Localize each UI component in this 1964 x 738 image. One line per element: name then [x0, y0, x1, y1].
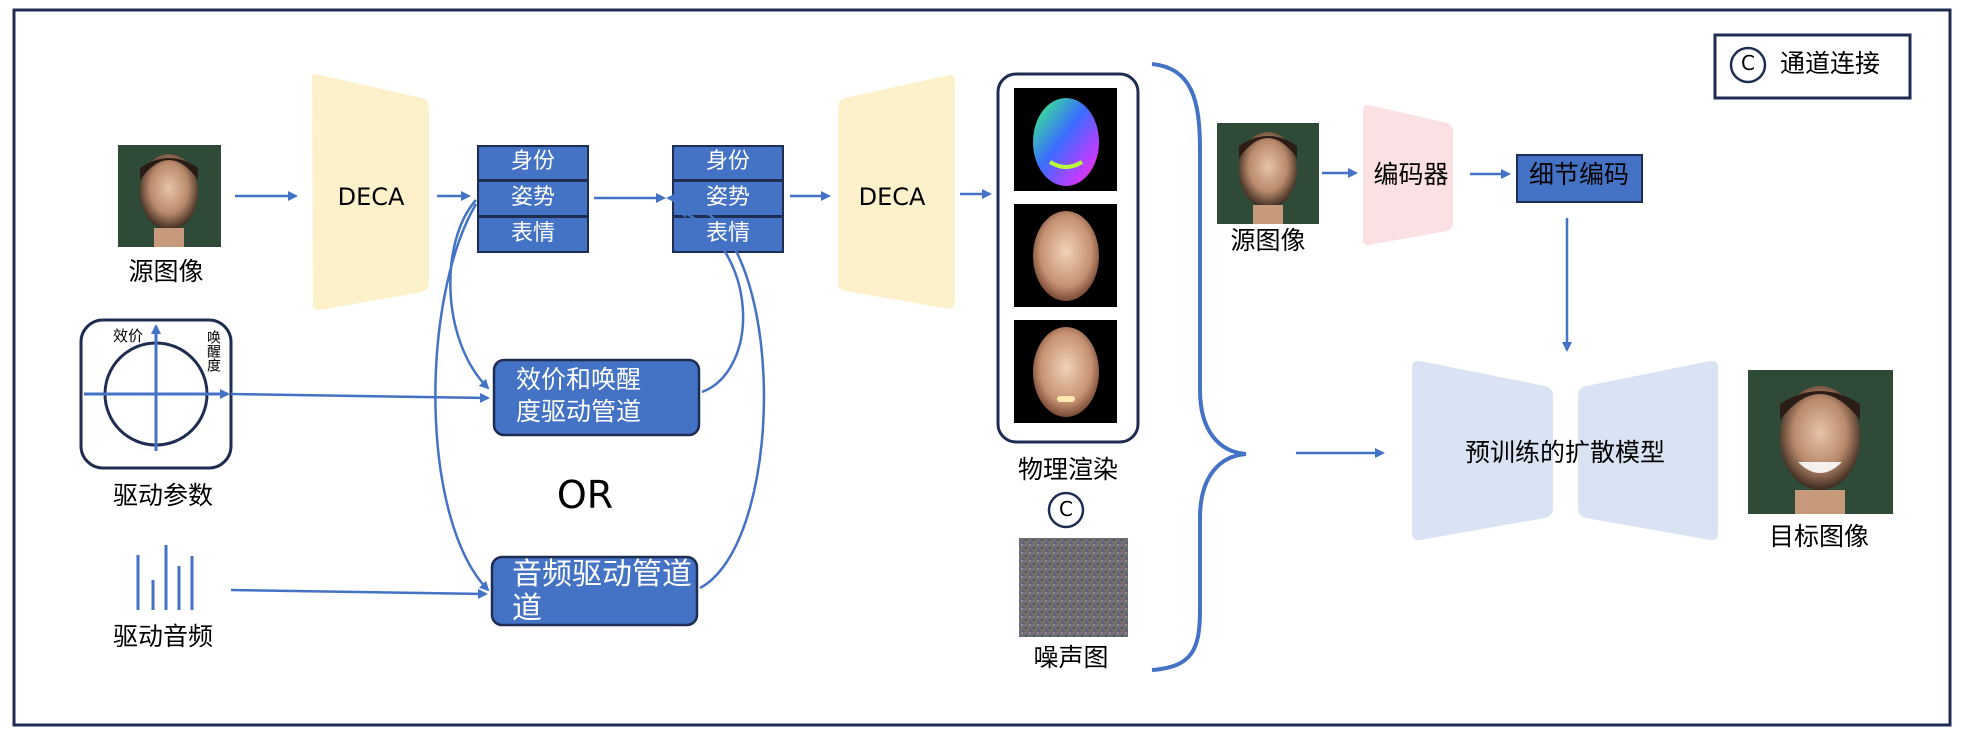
legend-concat-symbol: C	[1741, 51, 1755, 75]
noise-image	[1019, 538, 1128, 637]
param1-expression: 表情	[510, 221, 556, 246]
param-box-group-1	[477, 145, 589, 253]
render-normal-map	[1014, 88, 1117, 191]
param2-pose: 姿势	[705, 185, 751, 210]
flow-arrows	[230, 168, 1572, 599]
or-label: OR	[556, 473, 614, 517]
deca-label-1: DECA	[337, 183, 405, 211]
source-image-right	[1217, 123, 1319, 224]
source-image-left	[118, 145, 221, 247]
detail-code-box	[1516, 154, 1643, 203]
outer-frame	[12, 8, 1952, 727]
render-frame	[996, 72, 1140, 444]
diffusion-decoder-half	[1578, 360, 1718, 541]
deca-encoder-1	[312, 74, 429, 311]
diffusion-encoder-half	[1412, 360, 1553, 541]
va-pipeline-line2: 度驱动管道	[516, 397, 642, 426]
brace	[1151, 62, 1247, 672]
concat-symbol: C	[1059, 497, 1073, 521]
deca-label-2: DECA	[858, 183, 926, 211]
encoder-shape	[1363, 104, 1453, 246]
param2-expression: 表情	[705, 221, 751, 246]
va-pipeline-line1: 效价和唤醒	[516, 365, 642, 394]
detail-code-label: 细节编码	[1528, 160, 1630, 189]
arousal-label: 唤醒度	[205, 330, 221, 372]
legend-box	[1713, 33, 1912, 100]
drive-audio-label: 驱动音频	[112, 622, 214, 651]
param2-identity: 身份	[705, 149, 751, 174]
source-image-right-label: 源图像	[1230, 226, 1306, 255]
render-label: 物理渲染	[1017, 455, 1119, 484]
source-image-left-label: 源图像	[128, 257, 204, 286]
deca-encoder-2	[838, 74, 955, 309]
param1-pose: 姿势	[510, 185, 556, 210]
audio-pipeline-line1: 音频驱动管道	[512, 557, 692, 592]
render-shaded-face-1	[1014, 204, 1117, 307]
audio-pipeline-line2: 道	[512, 591, 542, 626]
concat-icon	[1047, 491, 1085, 529]
valence-label: 效价	[113, 327, 144, 345]
drive-params-label: 驱动参数	[112, 481, 214, 510]
drive-audio-icon	[136, 545, 194, 610]
target-image	[1748, 370, 1893, 514]
noise-label: 噪声图	[1033, 643, 1109, 672]
legend-concat-icon	[1729, 46, 1767, 84]
param-box-group-2	[672, 145, 784, 253]
legend-text: 通道连接	[1780, 49, 1881, 78]
target-image-label: 目标图像	[1768, 522, 1870, 551]
va-pipeline-box	[492, 358, 701, 437]
audio-pipeline-box	[490, 555, 699, 627]
render-shaded-face-2	[1014, 320, 1117, 423]
diffusion-model-label: 预训练的扩散模型	[1464, 438, 1666, 467]
param1-identity: 身份	[510, 149, 556, 174]
encoder-label: 编码器	[1373, 160, 1449, 189]
